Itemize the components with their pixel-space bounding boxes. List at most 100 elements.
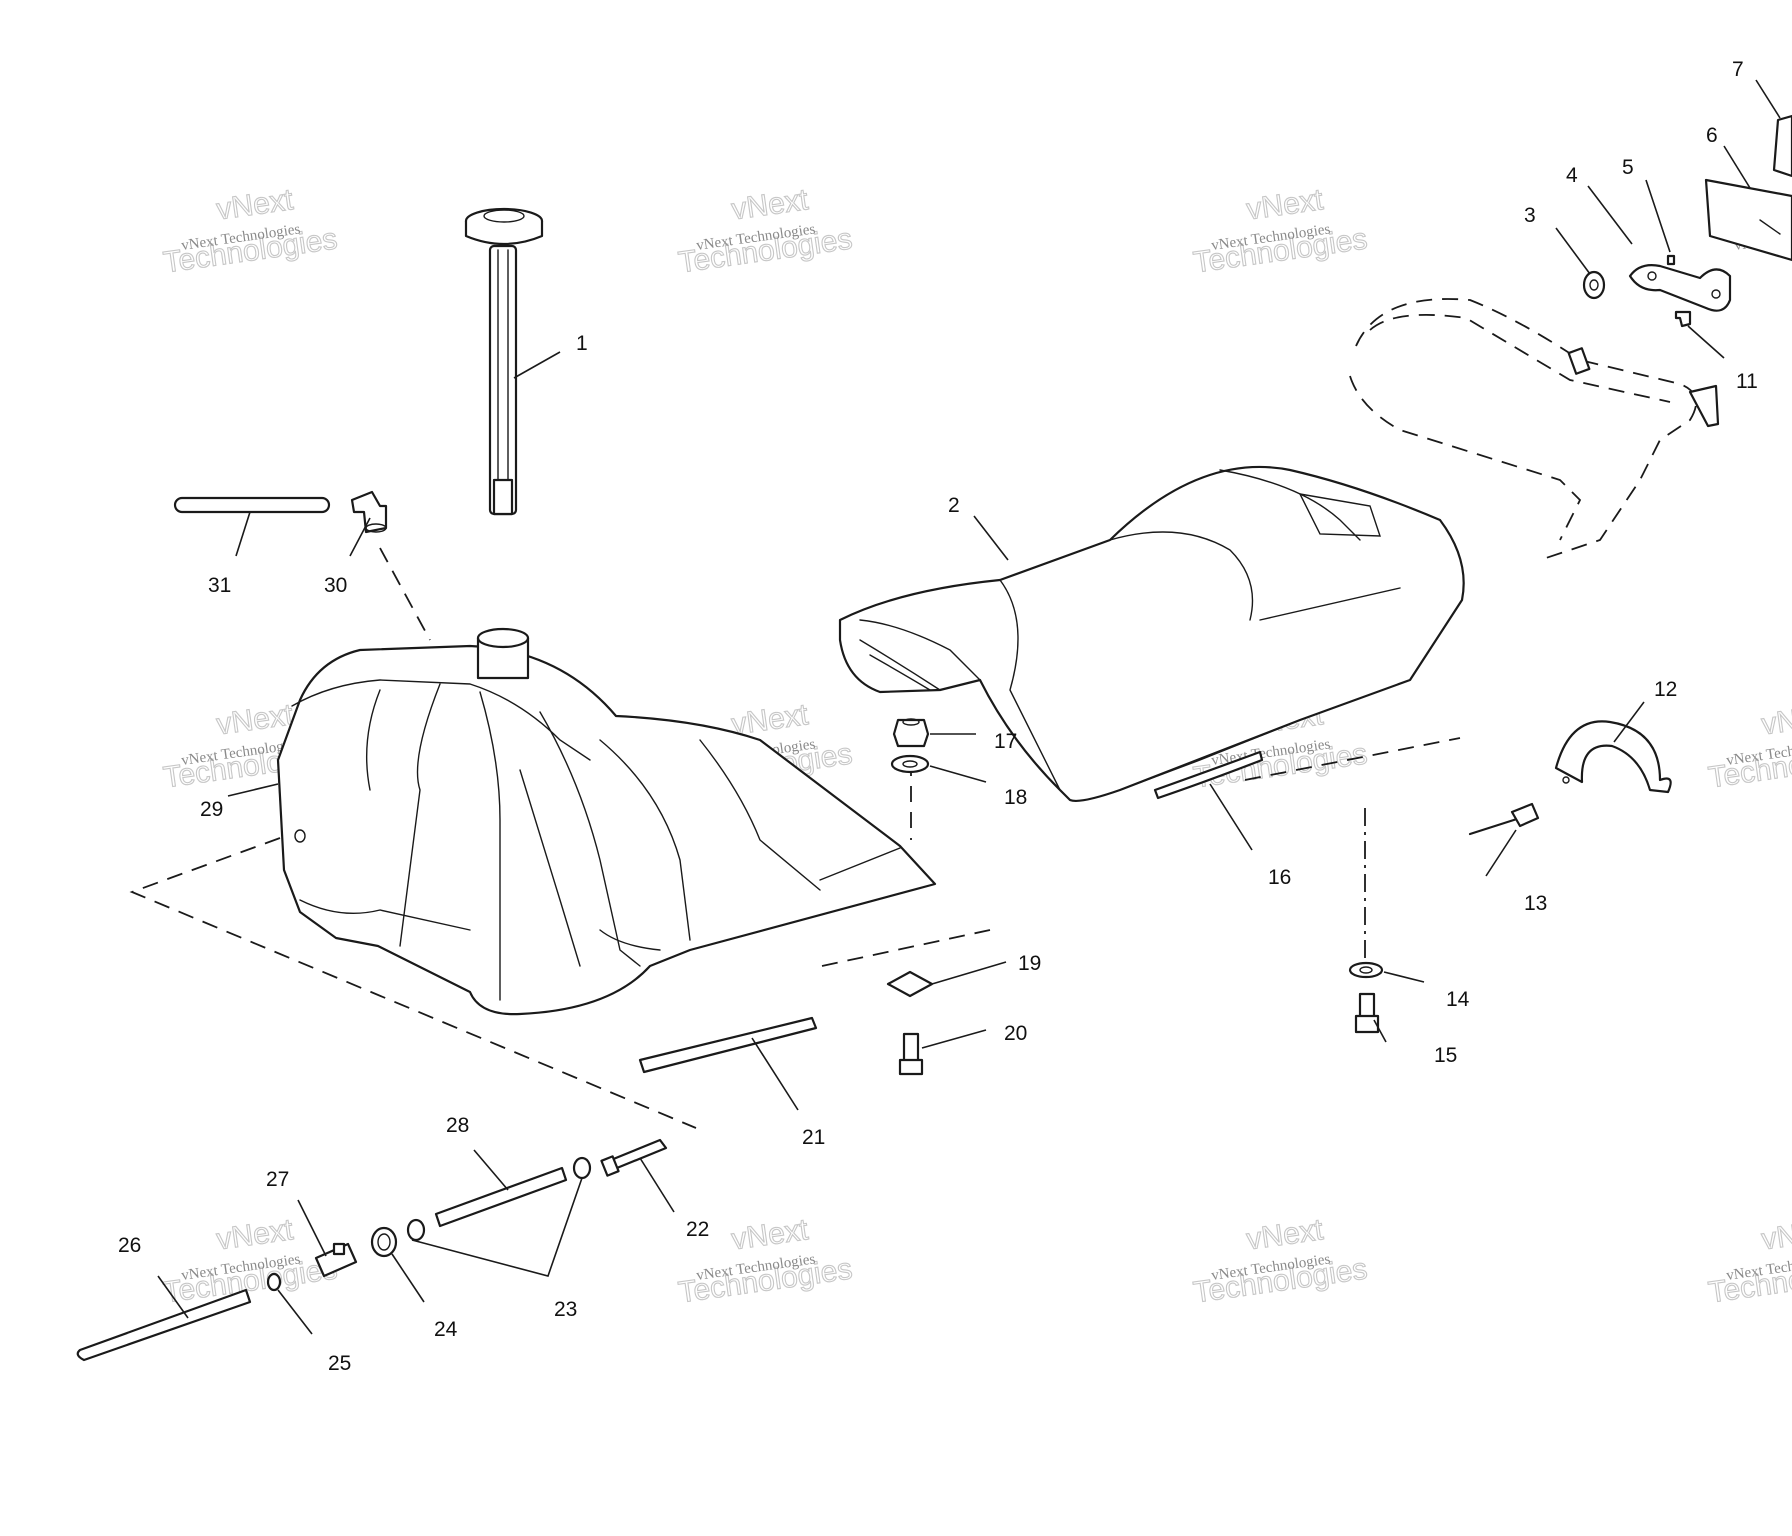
washer-part xyxy=(1348,961,1384,979)
fuel-hose-part xyxy=(76,1288,252,1362)
leader-22 xyxy=(639,1157,675,1213)
leader-29 xyxy=(227,783,279,797)
callout-18: 18 xyxy=(1004,786,1027,809)
small-screw-part xyxy=(1666,254,1676,266)
vent-hose-part xyxy=(173,496,331,514)
tank-fitting-part xyxy=(600,1138,668,1177)
callout-25: 25 xyxy=(328,1352,351,1375)
callout-5: 5 xyxy=(1622,156,1634,179)
square-washer-part xyxy=(886,970,934,998)
leader-25 xyxy=(277,1289,313,1335)
watermark: vNext Technologies vNext Technologies xyxy=(1706,1213,1792,1310)
washer-part xyxy=(890,754,930,774)
watermark: vNext Technologies vNext Technologies xyxy=(1706,698,1792,795)
push-rivet-part xyxy=(1468,802,1540,836)
leader-15 xyxy=(1373,1019,1387,1043)
callout-6: 6 xyxy=(1706,124,1718,147)
leader-28 xyxy=(473,1149,509,1191)
callout-14: 14 xyxy=(1446,988,1470,1011)
plate-bracket-part xyxy=(1704,178,1792,262)
grab-bar-outline xyxy=(1349,298,1720,561)
callout-2: 2 xyxy=(948,494,960,517)
pad-strip-part xyxy=(638,1016,818,1074)
watermark: vNext Technologies vNext Technologies xyxy=(161,183,340,280)
callout-22: 22 xyxy=(686,1218,709,1241)
seat-latch-strip-part xyxy=(1153,750,1264,800)
leader-18 xyxy=(929,765,987,783)
callout-29: 29 xyxy=(200,798,223,821)
leader-12 xyxy=(1613,701,1645,743)
fuel-filter-part xyxy=(370,1226,398,1258)
leader-7 xyxy=(1755,79,1781,119)
callout-labels: 1 2 3 4 5 6 7 11 12 13 14 15 16 17 18 19… xyxy=(118,58,1758,1375)
leader-30 xyxy=(349,517,371,557)
leader-lines xyxy=(157,79,1781,1335)
leader-3 xyxy=(1555,227,1591,275)
clip-part xyxy=(1674,310,1692,328)
callout-26: 26 xyxy=(118,1234,141,1257)
leader-20 xyxy=(921,1029,987,1049)
callout-17: 17 xyxy=(994,730,1017,753)
callout-19: 19 xyxy=(1018,952,1041,975)
watermark: vNext Technologies vNext Technologies xyxy=(1191,183,1370,280)
watermark: vNext Technologies vNext Technologies xyxy=(676,183,855,280)
leader-21 xyxy=(751,1037,799,1111)
callout-24: 24 xyxy=(434,1318,458,1341)
nut-part xyxy=(892,718,930,748)
callout-7: 7 xyxy=(1732,58,1744,81)
callout-30: 30 xyxy=(324,574,347,597)
callout-28: 28 xyxy=(446,1114,469,1137)
bolt-part xyxy=(898,1032,924,1076)
tank-side-mark xyxy=(277,759,281,801)
callout-1: 1 xyxy=(576,332,588,355)
watermark: vNext Technologies vNext Technologies xyxy=(1191,1213,1370,1310)
fuel-tank-part xyxy=(276,627,937,1016)
leader-19 xyxy=(931,961,1007,985)
callout-21: 21 xyxy=(802,1126,825,1149)
callout-15: 15 xyxy=(1434,1044,1457,1067)
bolt-part xyxy=(1354,992,1380,1034)
leader-1 xyxy=(513,351,561,379)
callout-12: 12 xyxy=(1654,678,1677,701)
leader-2 xyxy=(973,515,1009,561)
callout-3: 3 xyxy=(1524,204,1536,227)
fuel-valve-part xyxy=(314,1242,358,1278)
leader-14 xyxy=(1383,971,1425,983)
leader-13 xyxy=(1485,829,1517,877)
leader-16 xyxy=(1209,783,1253,851)
svg-text:vNext: vNext xyxy=(215,698,296,741)
svg-text:vNext: vNext xyxy=(1245,183,1326,226)
callout-27: 27 xyxy=(266,1168,289,1191)
hose-clamp-part xyxy=(406,1218,426,1242)
svg-text:vNext: vNext xyxy=(730,183,811,226)
callout-11: 11 xyxy=(1736,370,1758,393)
callout-31: 31 xyxy=(208,574,231,597)
leader-6 xyxy=(1723,145,1751,189)
svg-text:vNext: vNext xyxy=(1760,698,1792,741)
leader-23 xyxy=(411,1177,583,1277)
seat-part xyxy=(838,465,1465,802)
hose-clamp-part xyxy=(266,1272,282,1292)
svg-text:vNext: vNext xyxy=(730,1213,811,1256)
leader-4 xyxy=(1587,185,1633,245)
assembly-guides xyxy=(129,547,1461,1129)
leader-24 xyxy=(391,1253,425,1303)
fuel-line-part xyxy=(434,1166,568,1228)
fuel-sender-part xyxy=(464,207,544,516)
callout-23: 23 xyxy=(554,1298,577,1321)
callout-16: 16 xyxy=(1268,866,1291,889)
leader-26 xyxy=(157,1275,189,1319)
hose-clamp-part xyxy=(572,1156,592,1180)
leader-5 xyxy=(1645,179,1671,253)
svg-text:vNext: vNext xyxy=(215,183,296,226)
lens-part xyxy=(1772,114,1792,178)
svg-text:vNext: vNext xyxy=(215,1213,296,1256)
elbow-fitting-part xyxy=(350,490,388,534)
leader-11 xyxy=(1687,325,1725,359)
svg-text:vNext: vNext xyxy=(1245,1213,1326,1256)
callout-4: 4 xyxy=(1566,164,1578,187)
callout-20: 20 xyxy=(1004,1022,1027,1045)
callout-13: 13 xyxy=(1524,892,1547,915)
bracket-plate-part xyxy=(1628,264,1732,312)
